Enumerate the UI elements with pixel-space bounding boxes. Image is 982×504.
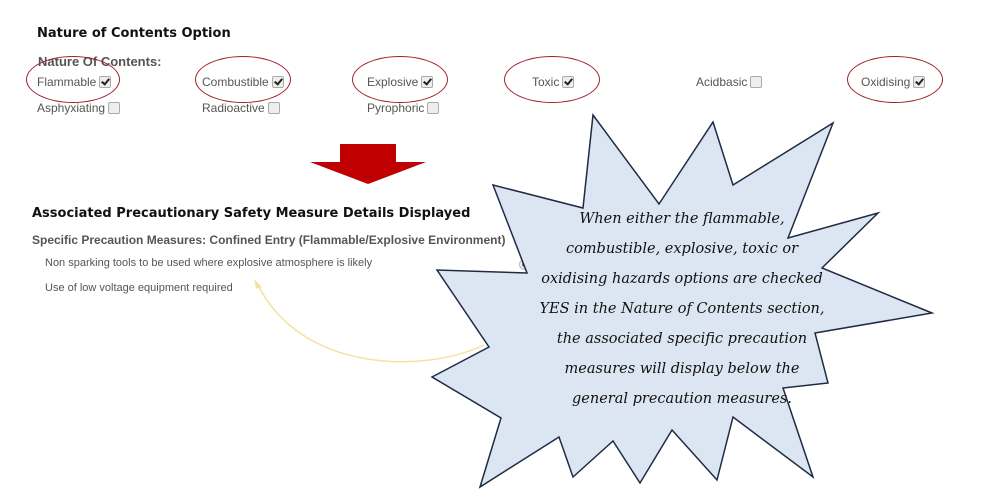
highlight-ellipse-combustible bbox=[195, 56, 291, 103]
callout-line: measures will display below the bbox=[564, 361, 800, 377]
highlight-ellipse-toxic bbox=[504, 56, 600, 103]
option-label: Acidbasic bbox=[696, 75, 748, 89]
option-label: Pyrophoric bbox=[367, 101, 425, 115]
pyrophoric-checkbox[interactable] bbox=[427, 102, 440, 114]
asphyxiating-checkbox[interactable] bbox=[108, 102, 121, 114]
details-subtitle: Specific Precaution Measures: Confined E… bbox=[32, 233, 506, 247]
option-asphyxiating[interactable]: Asphyxiating bbox=[37, 101, 121, 115]
highlight-ellipse-flammable bbox=[26, 56, 120, 103]
option-acidbasic[interactable]: Acidbasic bbox=[696, 75, 763, 89]
highlight-ellipse-oxidising bbox=[847, 56, 943, 103]
section-title: Nature of Contents Option bbox=[37, 26, 231, 41]
option-radioactive[interactable]: Radioactive bbox=[202, 101, 280, 115]
option-label: Radioactive bbox=[202, 101, 265, 115]
highlight-ellipse-explosive bbox=[352, 56, 448, 103]
callout-text: When either the flammable, combustible, … bbox=[502, 204, 862, 414]
measure-item: Non sparking tools to be used where expl… bbox=[45, 257, 373, 269]
callout-line: YES in the Nature of Contents section, bbox=[539, 301, 825, 317]
callout-line: the associated specific precaution bbox=[556, 331, 808, 347]
callout-line: oxidising hazards options are checked bbox=[541, 271, 823, 287]
acidbasic-checkbox[interactable] bbox=[750, 76, 763, 88]
callout-line: general precaution measures. bbox=[572, 391, 792, 407]
measure-item: Use of low voltage equipment required bbox=[45, 282, 233, 294]
details-title: Associated Precautionary Safety Measure … bbox=[32, 206, 471, 221]
option-pyrophoric[interactable]: Pyrophoric bbox=[367, 101, 440, 115]
radioactive-checkbox[interactable] bbox=[267, 102, 280, 114]
option-label: Asphyxiating bbox=[37, 101, 106, 115]
callout-line: combustible, explosive, toxic or bbox=[565, 241, 799, 257]
down-arrow-icon bbox=[310, 144, 426, 184]
callout-line: When either the flammable, bbox=[579, 211, 785, 227]
